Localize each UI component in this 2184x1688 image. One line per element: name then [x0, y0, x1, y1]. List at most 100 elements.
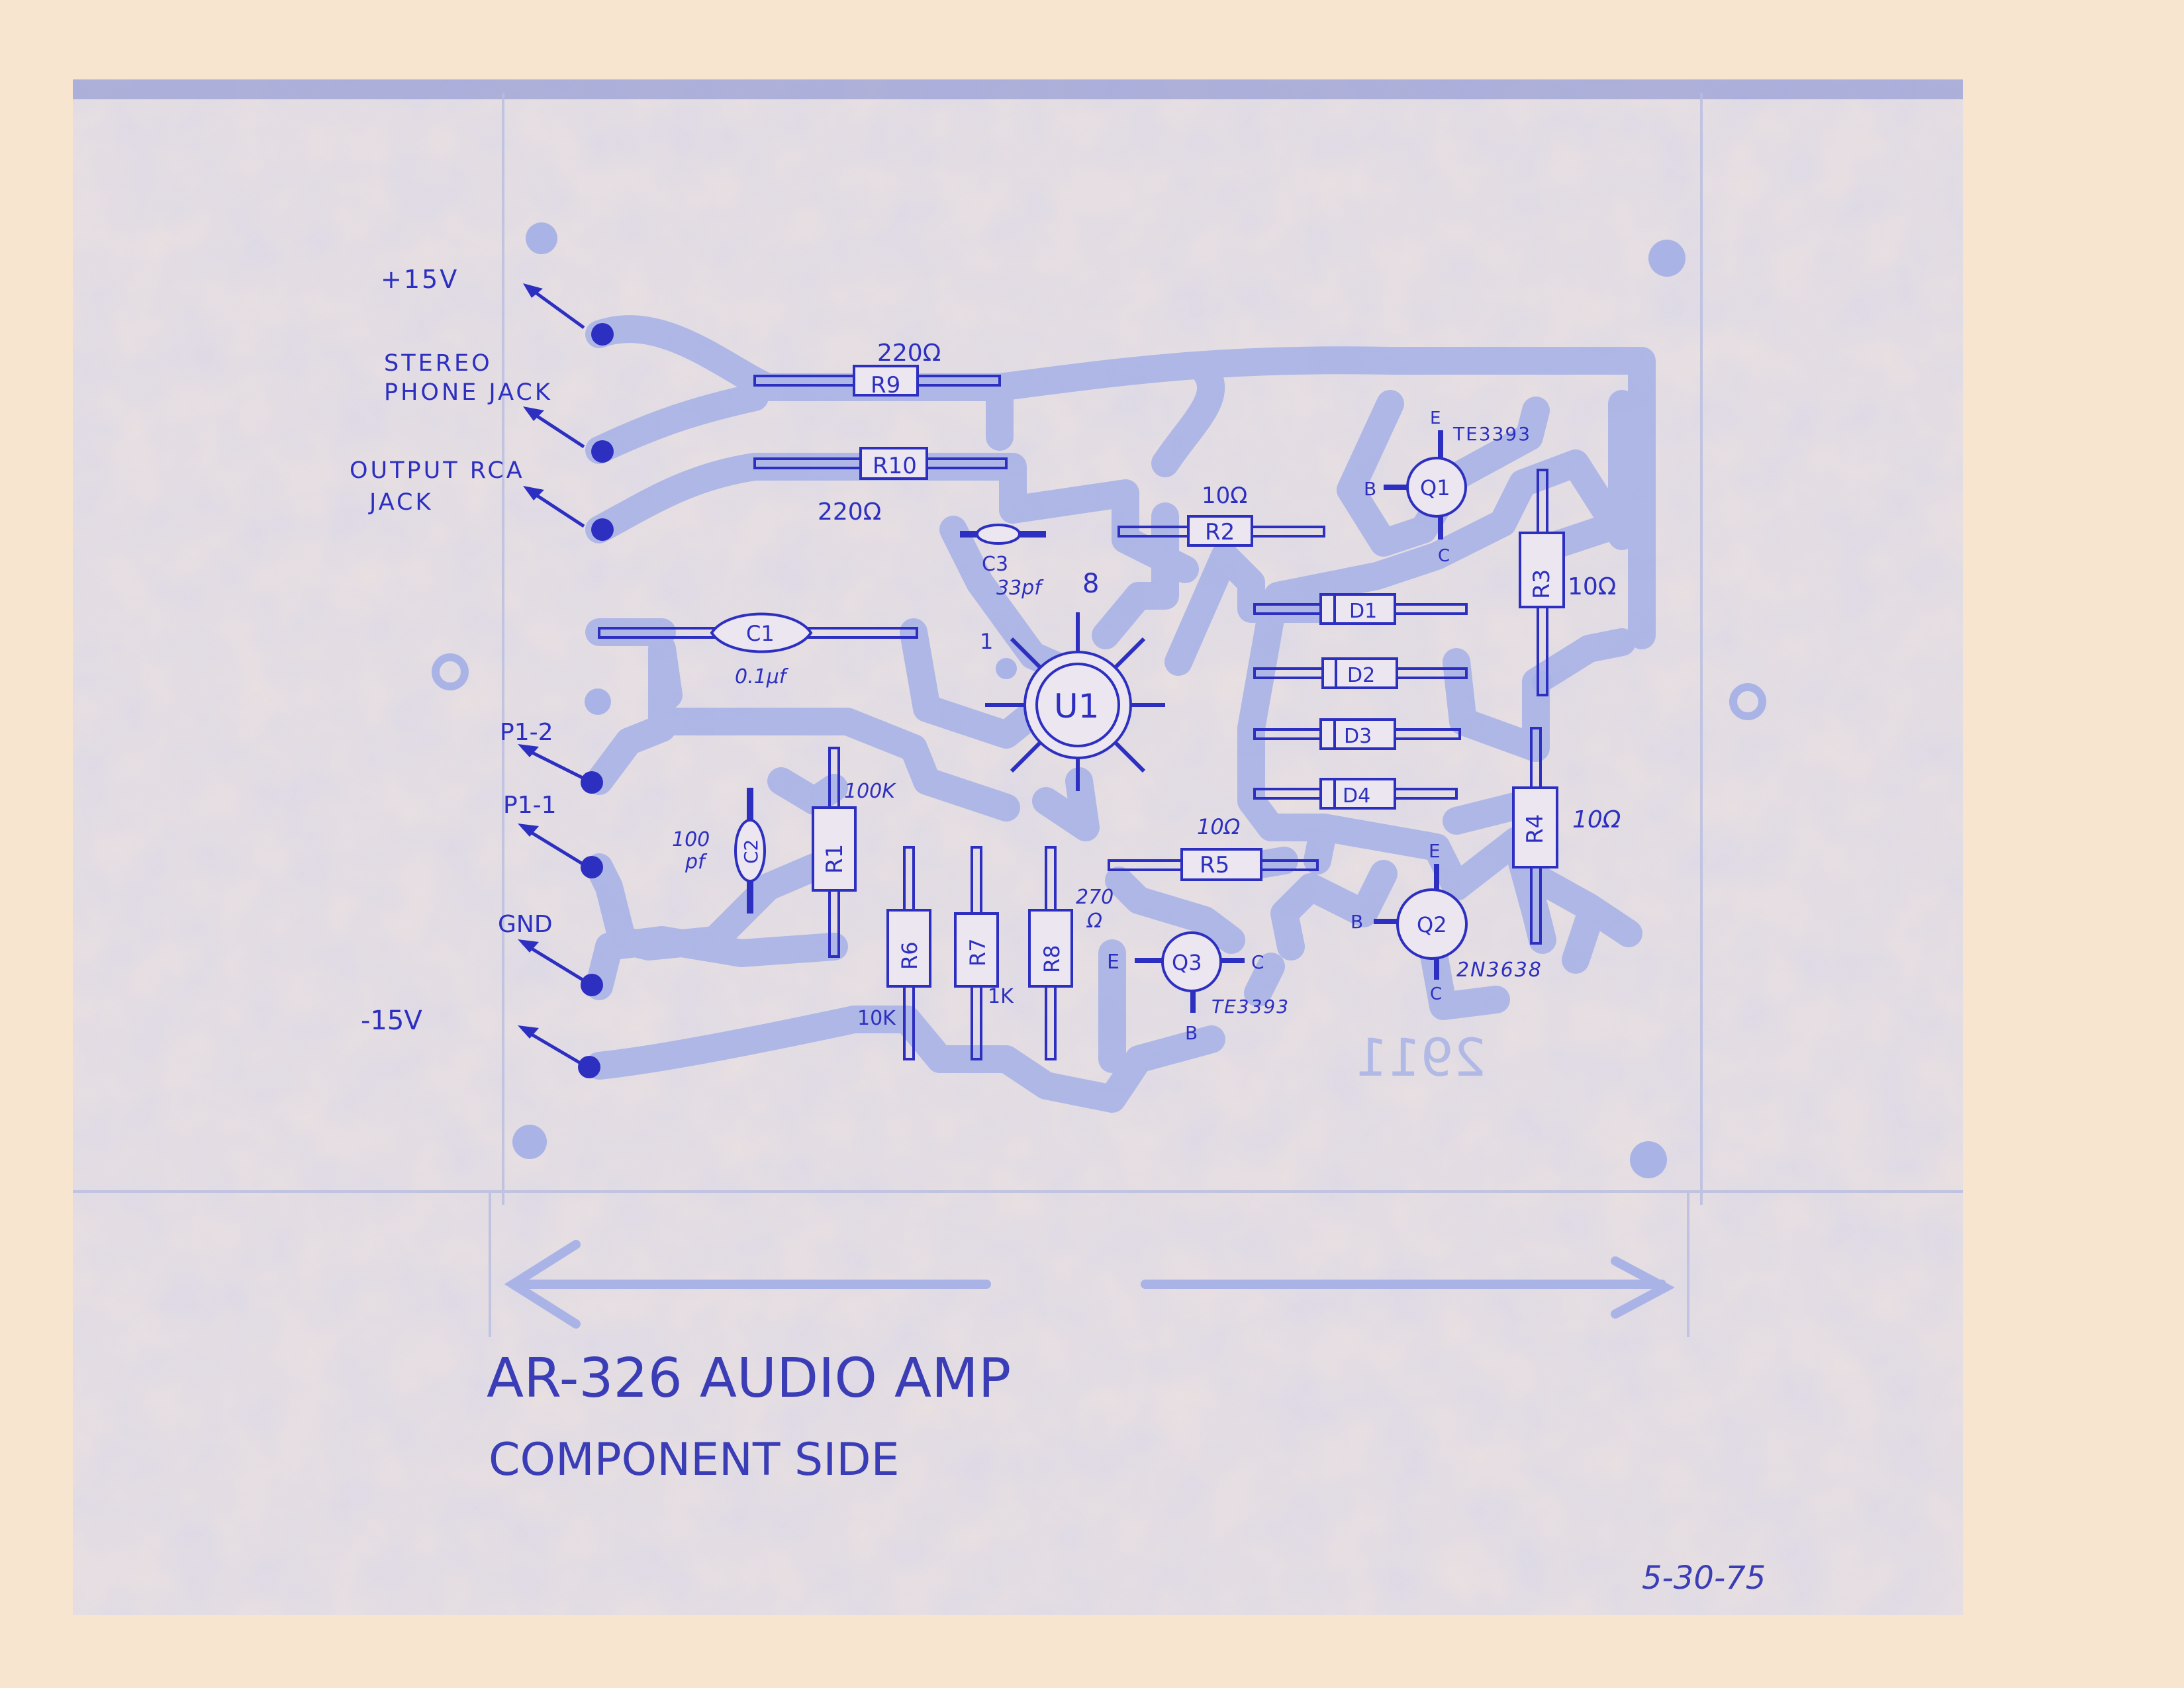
c3-label: C3	[982, 553, 1008, 576]
q3-pin-b: B	[1185, 1022, 1198, 1044]
r1-label: R1	[822, 844, 848, 874]
ic-u1	[985, 612, 1165, 791]
diode-d2	[1253, 657, 1468, 689]
r3-value: 10Ω	[1568, 573, 1616, 600]
mirrored-board-number: 2911	[1354, 1029, 1486, 1088]
q3-part: TE3393	[1211, 996, 1290, 1017]
capacitor-c1	[598, 612, 918, 653]
diode-d3	[1253, 718, 1461, 750]
c3-value: 33pf	[996, 577, 1044, 600]
q2-pin-b: B	[1351, 911, 1363, 933]
q2-pin-c: C	[1430, 984, 1442, 1004]
q1-pin-b: B	[1364, 478, 1376, 500]
u1-pin1-label: 1	[980, 629, 993, 654]
resistor-r7	[954, 846, 999, 1060]
r9-value: 220Ω	[877, 340, 941, 367]
diode-d4	[1253, 778, 1458, 810]
resistor-r6	[886, 846, 931, 1060]
resistor-r3	[1519, 469, 1565, 696]
r1-value: 100K	[844, 780, 896, 803]
resistor-r5	[1108, 848, 1319, 881]
connector-p1-1: P1-1	[503, 792, 603, 878]
connector-minus15v: -15V	[361, 1006, 600, 1078]
title-line-1: AR-326 AUDIO AMP	[487, 1347, 1011, 1410]
label-p1-2: P1-2	[500, 719, 553, 746]
pad-p1-1	[581, 856, 603, 878]
transistor-q1	[1384, 430, 1467, 539]
diode-d1	[1253, 593, 1468, 625]
capacitor-c2	[734, 788, 766, 914]
dimension-arrows	[504, 1240, 1675, 1329]
pad-output-rca-jack	[591, 518, 614, 541]
d3-label: D3	[1344, 725, 1372, 748]
resistor-r4	[1512, 727, 1558, 945]
label-gnd: GND	[498, 911, 553, 938]
print-top-edge	[73, 79, 1963, 99]
resistor-r8	[1028, 846, 1073, 1060]
pad-gnd	[581, 974, 603, 996]
c1-value: 0.1μf	[735, 665, 789, 688]
q1-part: TE3393	[1452, 423, 1531, 445]
transistor-q3	[1135, 931, 1245, 1013]
board-outline	[73, 93, 1963, 1337]
label-plus15v: +15V	[381, 265, 459, 294]
q2-pin-e: E	[1429, 840, 1441, 862]
connector-p1-2: P1-2	[500, 719, 603, 794]
capacitor-c3	[960, 524, 1046, 545]
connector-plus15v: +15V	[381, 265, 614, 346]
r10-label: R10	[873, 453, 917, 479]
r8-label: R8	[1039, 945, 1065, 973]
pad-plus15v	[591, 323, 614, 346]
q3-pin-e: E	[1107, 951, 1119, 974]
r4-label: R4	[1522, 814, 1548, 844]
resistor-r2	[1117, 515, 1325, 547]
resistor-r1	[812, 747, 857, 958]
r2-value: 10Ω	[1202, 483, 1247, 509]
r6-label: R6	[897, 941, 922, 970]
r9-label: R9	[871, 372, 900, 399]
q2-label: Q2	[1417, 912, 1447, 937]
r7-label: R7	[965, 938, 990, 966]
pad-stereo-phone-jack	[591, 440, 614, 463]
connector-gnd: GND	[498, 911, 603, 996]
r10-value: 220Ω	[818, 498, 881, 526]
r5-value: 10Ω	[1197, 814, 1241, 839]
title-line-2: COMPONENT SIDE	[489, 1434, 900, 1486]
pcb-traces	[585, 315, 1656, 1113]
q3-pin-c: C	[1251, 951, 1264, 973]
c2-label: C2	[740, 839, 762, 864]
r4-value: 10Ω	[1572, 806, 1621, 833]
label-p1-1: P1-1	[503, 792, 557, 819]
print-speckle	[73, 79, 1963, 1615]
pad-p1-2	[581, 771, 603, 794]
d1-label: D1	[1349, 600, 1377, 623]
r7-value: 1K	[988, 985, 1014, 1008]
u1-pin8-label: 8	[1082, 569, 1099, 599]
r3-label: R3	[1529, 569, 1555, 599]
u1-label: U1	[1054, 687, 1099, 726]
q2-part: 2N3638	[1456, 959, 1543, 982]
resistor-r10	[753, 447, 1008, 480]
date-stamp: 5-30-75	[1642, 1560, 1766, 1597]
q1-pin-e: E	[1430, 408, 1441, 428]
label-minus15v: -15V	[361, 1006, 422, 1036]
q3-label: Q3	[1172, 950, 1202, 975]
pad-minus15v	[578, 1056, 600, 1078]
r6-value: 10K	[857, 1007, 896, 1030]
resistor-r9	[753, 365, 1001, 397]
transistor-q2	[1374, 864, 1468, 980]
r5-label: R5	[1200, 852, 1229, 878]
d4-label: D4	[1343, 784, 1370, 808]
c1-label: C1	[746, 621, 775, 646]
q1-label: Q1	[1420, 475, 1450, 500]
q1-pin-c: C	[1438, 546, 1450, 566]
r2-label: R2	[1205, 519, 1235, 545]
